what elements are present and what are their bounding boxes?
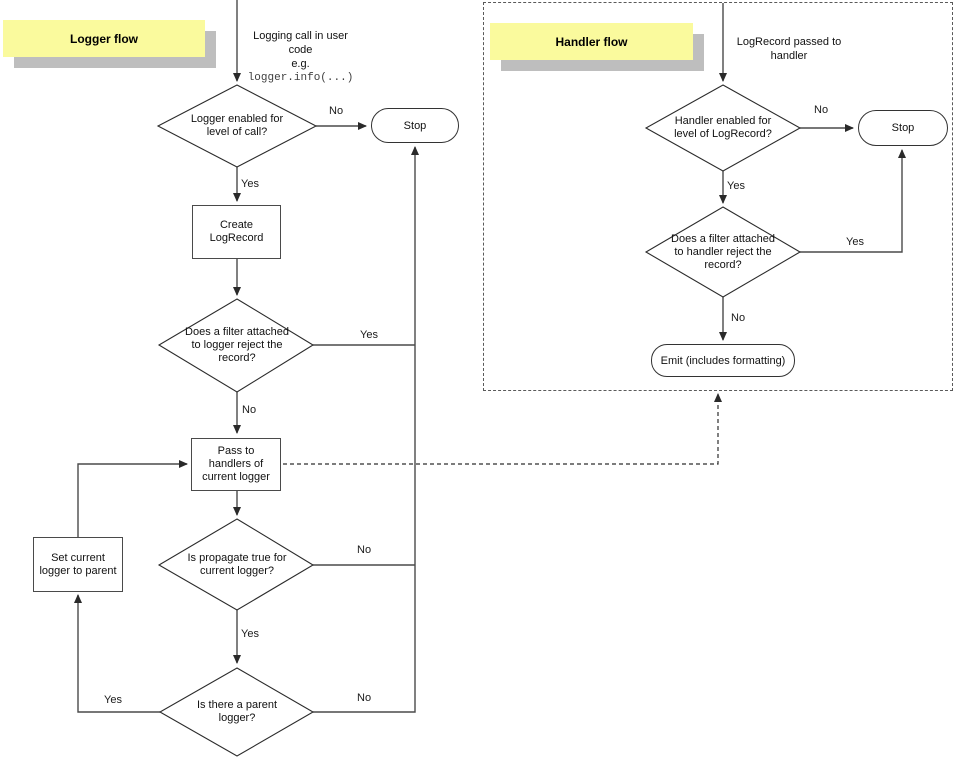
handler-level-no-label: No	[814, 104, 829, 116]
logger-entry-code: logger.info(...)	[247, 72, 354, 84]
logger-parent-yes-line	[74, 594, 160, 713]
handler-filter-check-label: Does a filter attached to handler reject…	[671, 233, 775, 271]
logger-propagate-check-diamond	[157, 518, 315, 611]
handler-filter-yes-line	[800, 149, 906, 253]
logger-filter-no-label: No	[242, 404, 257, 416]
logger-stop-label: Stop	[403, 119, 427, 132]
logger-filter-check-diamond	[157, 298, 315, 393]
logger-filter-yes-label: Yes	[360, 329, 378, 341]
pass-to-handler-dashed-connector	[283, 393, 722, 465]
handler-flow-title: Handler flow	[490, 23, 693, 60]
logger-parent-check-diamond	[158, 667, 315, 757]
logger-level-check-diamond	[156, 84, 318, 168]
handler-emit-label: Emit (includes formatting)	[660, 354, 786, 367]
logger-parent-no-label: No	[357, 692, 372, 704]
handler-stop-node: Stop	[858, 110, 948, 146]
logger-propagate-yes-label: Yes	[241, 628, 259, 640]
logger-create-logrecord-box: Create LogRecord	[192, 205, 281, 259]
logger-loop-to-pass-line	[77, 460, 188, 537]
logger-flow-title-label: Logger flow	[70, 31, 138, 46]
logger-parent-no-trunk-line	[313, 146, 419, 713]
handler-entry-text: LogRecord passed to handler	[736, 36, 842, 62]
handler-stop-label: Stop	[891, 122, 915, 134]
logger-parent-check-label: Is there a parent logger?	[196, 699, 278, 724]
logger-filter-check-label: Does a filter attached to logger reject …	[185, 326, 289, 364]
handler-filter-no-label: No	[731, 312, 746, 324]
handler-filter-yes-label: Yes	[846, 236, 864, 248]
handler-level-check-label: Handler enabled for level of LogRecord?	[674, 115, 772, 140]
handler-flow-title-label: Handler flow	[555, 34, 628, 49]
logger-level-yes-label: Yes	[241, 178, 259, 190]
handler-filter-check-diamond	[644, 206, 802, 298]
handler-emit-node: Emit (includes formatting)	[651, 344, 795, 377]
logger-parent-yes-label: Yes	[104, 694, 122, 706]
logger-stop-node: Stop	[371, 108, 459, 143]
logger-entry-lines: Logging call in user code e.g.	[253, 30, 348, 70]
logger-entry-text: Logging call in user code e.g. logger.in…	[228, 15, 373, 99]
logger-flow-title: Logger flow	[3, 20, 205, 57]
handler-level-check-diamond	[644, 84, 802, 172]
logger-pass-to-handlers-box: Pass to handlers of current logger	[191, 438, 281, 491]
logger-propagate-check-label: Is propagate true for current logger?	[187, 552, 287, 577]
logger-set-parent-box: Set current logger to parent	[33, 537, 123, 592]
logger-level-no-label: No	[329, 105, 344, 117]
logger-level-check-label: Logger enabled for level of call?	[190, 113, 284, 138]
logger-propagate-no-label: No	[357, 544, 372, 556]
handler-level-yes-label: Yes	[727, 180, 745, 192]
handler-flow-frame	[483, 2, 953, 391]
